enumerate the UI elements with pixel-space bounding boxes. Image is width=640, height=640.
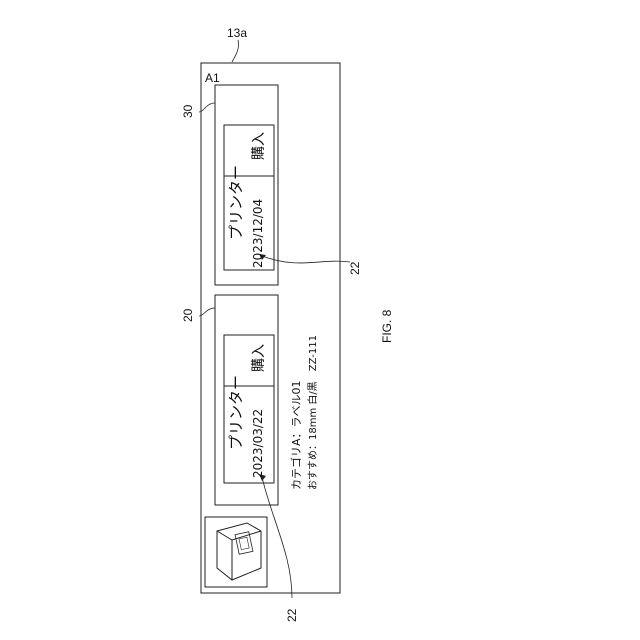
card-lower-date: 2023/03/22 <box>251 409 265 478</box>
ref-screen: 13a <box>227 26 247 40</box>
ref-arrow-lower: 22 <box>285 609 299 622</box>
card-lower-product: プリンター <box>225 375 246 450</box>
screen-leader-line <box>232 40 239 62</box>
arrow-upper-leader <box>262 256 350 263</box>
ref-arrow-upper: 22 <box>348 262 362 275</box>
recommend-line: おすすめ：18mm 白/黒 ZZ-111 <box>304 335 319 490</box>
card-upper-date: 2023/12/04 <box>251 199 265 268</box>
ref-area: A1 <box>205 71 220 85</box>
ref-panel-lower: 20 <box>181 309 195 322</box>
purchase-button-lower[interactable]: 購入 <box>248 344 268 372</box>
purchase-button-upper[interactable]: 購入 <box>248 132 268 160</box>
card-upper-product: プリンター <box>225 165 246 240</box>
ref-panel-upper: 30 <box>181 105 195 118</box>
product-thumbnail <box>205 517 267 587</box>
figure-label: FIG. 8 <box>380 310 394 343</box>
category-line: カテゴリA：ラベル01 <box>288 380 304 490</box>
